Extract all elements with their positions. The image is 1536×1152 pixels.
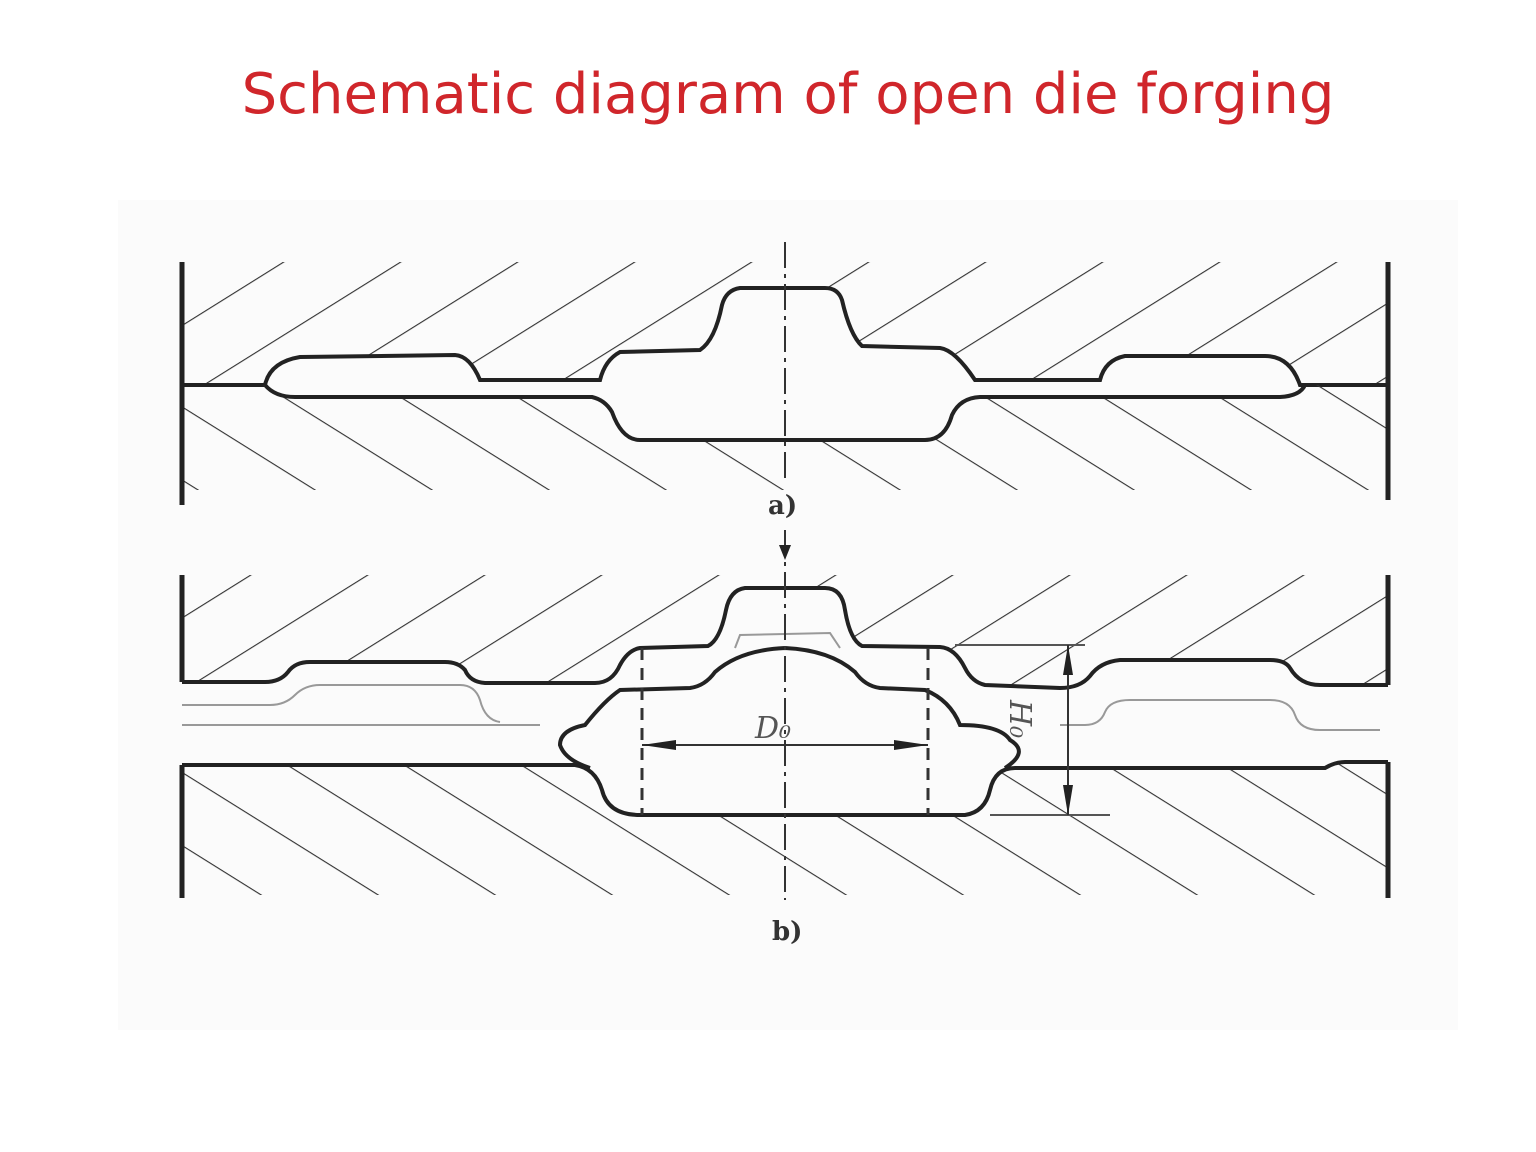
lower-die-a (182, 385, 1388, 490)
upper-die-a (182, 262, 1388, 385)
panel-a-label: a) (768, 491, 797, 521)
page-title: Schematic diagram of open die forging (241, 62, 1335, 127)
lower-die-a-outline (263, 383, 1307, 442)
panel-b-label: b) (772, 917, 802, 947)
upper-die-b (182, 575, 1388, 688)
lower-die-b-outline (182, 760, 1388, 817)
press-direction-arrow-icon (779, 545, 791, 560)
panel-b: D₀ H₀ b) (179, 530, 1391, 947)
panel-a: a) (179, 242, 1391, 521)
upper-die-a-outline (182, 286, 1388, 387)
height-label: H₀ (1002, 699, 1037, 738)
